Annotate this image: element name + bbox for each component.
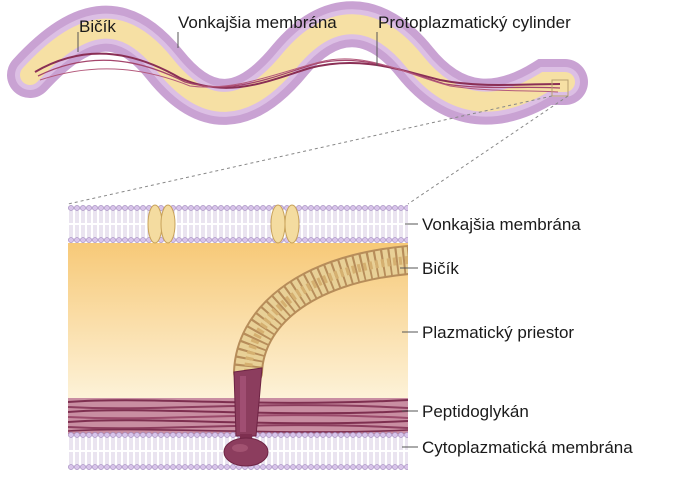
label-top-protoplasmic-cylinder: Protoplazmatický cylinder: [378, 14, 571, 31]
outer-membrane-bilayer: [68, 205, 408, 243]
outer-membrane-protein: [161, 205, 175, 243]
label-top-flagellum: Bičík: [79, 18, 116, 35]
zoom-guide-line-left: [68, 96, 552, 204]
label-top-outer-membrane: Vonkajšia membrána: [178, 14, 337, 31]
outer-membrane-protein: [271, 205, 285, 243]
label-outer-membrane: Vonkajšia membrána: [422, 216, 581, 233]
outer-membrane-protein: [285, 205, 299, 243]
label-peptidoglycan: Peptidoglykán: [422, 403, 529, 420]
label-flagellum: Bičík: [422, 260, 459, 277]
label-cytoplasmic-membrane: Cytoplazmatická membrána: [422, 439, 633, 456]
cell-envelope-detail: [68, 205, 408, 470]
label-periplasmic-space: Plazmatický priestor: [422, 324, 574, 341]
outer-membrane-protein: [148, 205, 162, 243]
flagellar-motor: [224, 438, 268, 466]
